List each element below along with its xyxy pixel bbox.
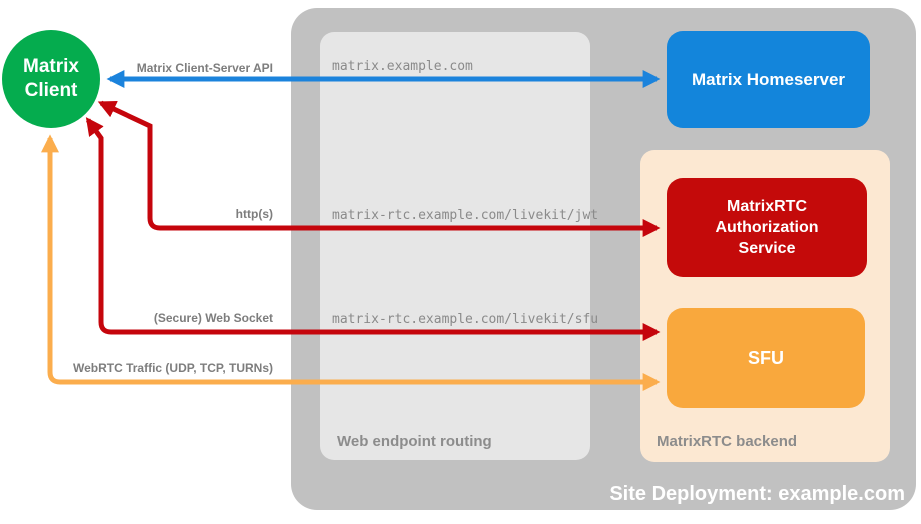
- site-deployment-label: Site Deployment: example.com: [609, 483, 905, 505]
- https-label: http(s): [235, 207, 273, 221]
- web-endpoint-routing-label: Web endpoint routing: [337, 433, 492, 450]
- matrix-homeserver-node: Matrix Homeserver: [667, 31, 870, 128]
- sfu-node: SFU: [667, 308, 865, 408]
- endpoint-livekit-jwt: matrix-rtc.example.com/livekit/jwt: [332, 208, 599, 223]
- matrixrtc-backend-label: MatrixRTC backend: [657, 433, 798, 450]
- endpoint-livekit-sfu: matrix-rtc.example.com/livekit/sfu: [332, 312, 599, 327]
- endpoint-matrix-example-com: matrix.example.com: [332, 59, 473, 74]
- matrix-client-node: Matrix Client: [2, 30, 100, 128]
- webrtc-traffic-label: WebRTC Traffic (UDP, TCP, TURNs): [72, 361, 273, 375]
- websocket-label: (Secure) Web Socket: [153, 311, 273, 325]
- client-server-api-label: Matrix Client-Server API: [136, 61, 273, 75]
- matrixrtc-authorization-service-node: MatrixRTC Authorization Service: [667, 178, 867, 277]
- web-endpoint-routing-panel: [320, 32, 590, 460]
